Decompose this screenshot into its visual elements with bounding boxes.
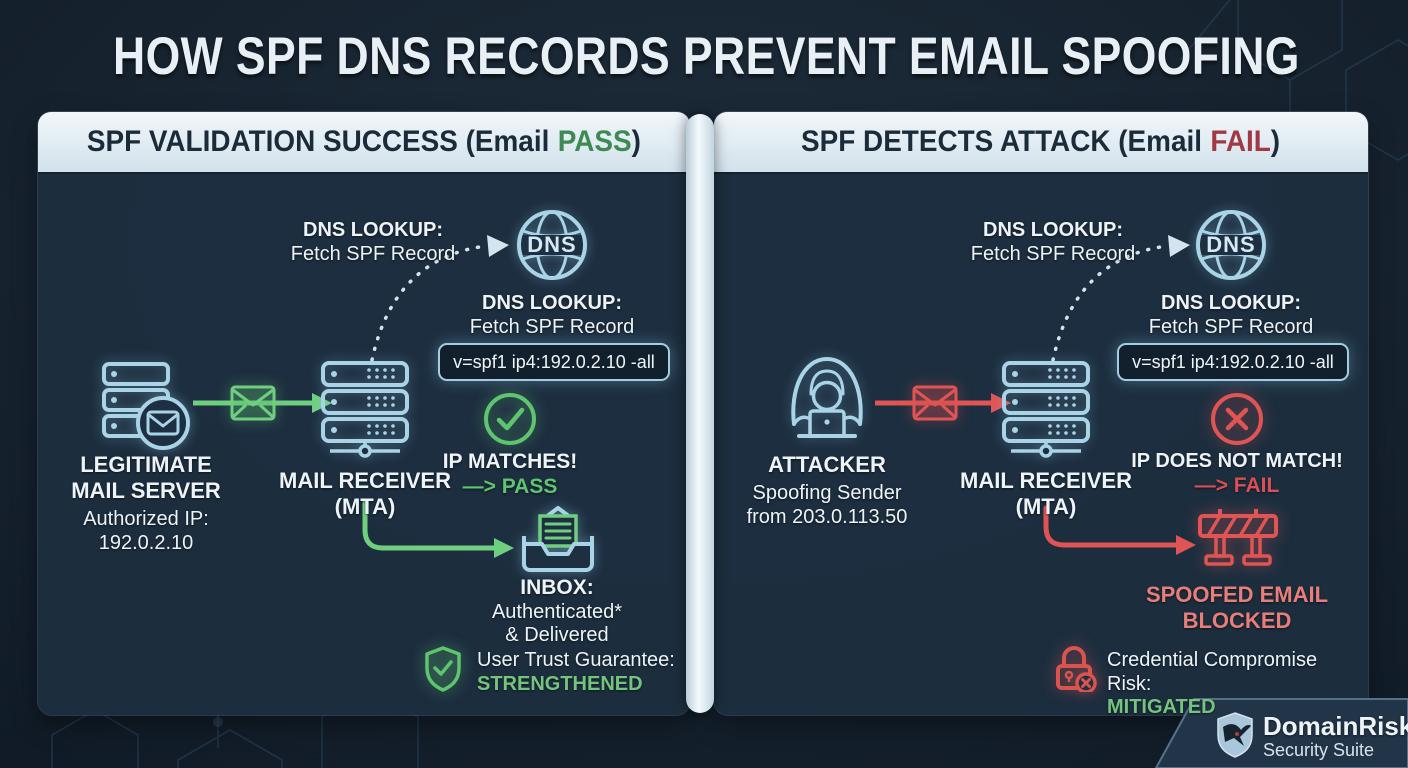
credential-risk-label: Credential Compromise Risk: MITIGATED <box>1107 649 1318 719</box>
mail-receiver-icon-left <box>320 360 410 460</box>
trust-guarantee-label: User Trust Guarantee: STRENGTHENED <box>477 649 675 695</box>
email-envelope-icon-left <box>230 385 276 421</box>
domainrisk-shield-logo-icon <box>1215 711 1255 759</box>
header-close: ) <box>1271 125 1281 158</box>
spf-record-pill-right: v=spf1 ip4:192.0.2.10 -all <box>1117 343 1349 381</box>
attacker-label: ATTACKER Spoofing Sender from 203.0.113.… <box>746 452 908 528</box>
legitimate-mail-server-label: LEGITIMATE MAIL SERVER Authorized IP: 19… <box>71 452 221 554</box>
panel-divider <box>686 114 714 713</box>
header-text: SPF DETECTS ATTACK (Email <box>801 125 1203 158</box>
header-status-fail: FAIL <box>1210 125 1272 158</box>
dns-lookup-label-below-left: DNS LOOKUP: Fetch SPF Record <box>469 292 635 338</box>
logo-title: DomainRisk <box>1263 711 1408 741</box>
dns-globe-icon-right: DNS <box>1193 207 1269 283</box>
blocked-outcome-label: SPOOFED EMAIL BLOCKED <box>1145 582 1329 633</box>
spoofed-envelope-icon-right <box>912 385 958 421</box>
dns-lookup-label-side-right: DNS LOOKUP: Fetch SPF Record <box>970 219 1136 265</box>
mail-receiver-label-left: MAIL RECEIVER (MTA) <box>279 468 451 519</box>
verdict-label-pass: IP MATCHES! —> PASS <box>442 450 578 498</box>
logo-subtitle: Security Suite <box>1263 740 1375 760</box>
dns-lookup-label-below-right: DNS LOOKUP: Fetch SPF Record <box>1148 292 1314 338</box>
svg-text:DNS: DNS <box>527 232 576 257</box>
spf-record-pill-left: v=spf1 ip4:192.0.2.10 -all <box>438 343 670 381</box>
mail-receiver-label-right: MAIL RECEIVER (MTA) <box>960 468 1132 519</box>
header-text: SPF VALIDATION SUCCESS (Email <box>86 125 550 158</box>
dns-lookup-label-side-left: DNS LOOKUP: Fetch SPF Record <box>290 219 456 265</box>
x-circle-icon <box>1209 391 1265 447</box>
dns-globe-icon-left: DNS <box>514 207 590 283</box>
shield-check-icon <box>424 646 462 692</box>
verdict-label-fail: IP DOES NOT MATCH! —> FAIL <box>1131 450 1343 497</box>
mail-receiver-icon-right <box>1001 360 1091 460</box>
header-status-pass: PASS <box>557 125 632 158</box>
lock-alert-icon <box>1052 644 1098 692</box>
header-close: ) <box>631 125 642 158</box>
check-circle-icon <box>482 391 538 447</box>
barrier-icon <box>1196 506 1280 570</box>
legitimate-mail-server-icon <box>100 360 192 452</box>
svg-text:DNS: DNS <box>1206 232 1255 257</box>
page-title: HOW SPF DNS RECORDS PREVENT EMAIL SPOOFI… <box>113 27 1300 86</box>
inbox-icon <box>518 504 598 574</box>
attacker-icon <box>781 352 873 448</box>
inbox-outcome-label: INBOX: Authenticated* & Delivered <box>491 576 623 647</box>
